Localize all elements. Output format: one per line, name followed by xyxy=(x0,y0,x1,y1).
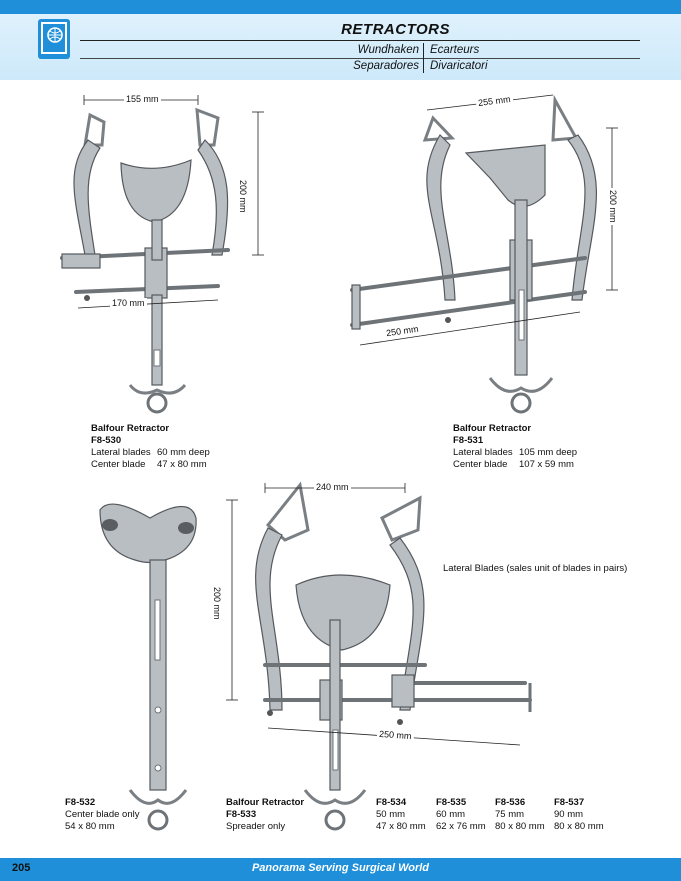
page-title: RETRACTORS xyxy=(341,21,450,38)
product-f8-532-label: F8-532 Center blade only 54 x 80 mm xyxy=(65,797,139,833)
spec-line: Spreader only xyxy=(226,821,286,832)
spec-value: 60 mm deep xyxy=(157,447,210,458)
footer-tagline: Panorama Serving Surgical World xyxy=(251,862,430,874)
blade-size: 62 x 76 mm xyxy=(436,821,486,832)
blade-code: F8-535 xyxy=(436,797,467,808)
lang-de: Wundhaken xyxy=(357,44,419,56)
spec-line: 54 x 80 mm xyxy=(65,821,115,832)
dim-p1-width: 155 mm xyxy=(124,94,161,104)
dim-p1-height: 200 mm xyxy=(238,178,248,215)
dim-p4-width: 240 mm xyxy=(314,482,351,492)
product-name: Balfour Retractor xyxy=(453,423,532,434)
balfour-retractor-f8-533-image xyxy=(255,481,532,831)
dim-p4-height: 200 mm xyxy=(212,585,222,622)
spec-line: Center blade only xyxy=(65,809,140,820)
blade-code: F8-536 xyxy=(495,797,526,808)
product-code: F8-530 xyxy=(91,435,122,446)
blade-code: F8-534 xyxy=(376,797,407,808)
product-name: Balfour Retractor xyxy=(91,423,170,434)
blade-depth: 50 mm xyxy=(376,809,406,820)
blade-f8-536: F8-536 75 mm 80 x 80 mm xyxy=(495,797,545,833)
header-divider xyxy=(80,40,640,41)
blade-size: 80 x 80 mm xyxy=(495,821,545,832)
spec-label: Center blade xyxy=(91,459,146,470)
page-number: 205 xyxy=(12,862,31,874)
footer-bar xyxy=(0,858,681,881)
balfour-retractor-f8-530-image xyxy=(60,107,230,414)
spec-label: Center blade xyxy=(453,459,508,470)
product-code: F8-532 xyxy=(65,797,96,808)
product-code: F8-533 xyxy=(226,809,257,820)
product-name: Balfour Retractor xyxy=(226,797,305,808)
blade-depth: 75 mm xyxy=(495,809,525,820)
header-divider-2 xyxy=(80,58,640,59)
spec-label: Lateral blades xyxy=(453,447,513,458)
lateral-blades-note: Lateral Blades (sales unit of blades in … xyxy=(443,563,628,574)
spec-label: Lateral blades xyxy=(91,447,151,458)
balfour-retractor-f8-531-image xyxy=(350,94,597,414)
spec-value: 105 mm deep xyxy=(519,447,578,458)
spec-value: 107 x 59 mm xyxy=(519,459,574,470)
blade-code: F8-537 xyxy=(554,797,585,808)
blade-f8-535: F8-535 60 mm 62 x 76 mm xyxy=(436,797,486,833)
center-blade-f8-532-image xyxy=(99,503,197,831)
blade-depth: 60 mm xyxy=(436,809,466,820)
header-band xyxy=(0,14,681,80)
dim-p2-height: 200 mm xyxy=(608,188,618,225)
lang-es: Separadores xyxy=(353,60,419,72)
blade-size: 47 x 80 mm xyxy=(376,821,426,832)
lang-fr: Ecarteurs xyxy=(430,44,480,56)
spec-value: 47 x 80 mm xyxy=(157,459,207,470)
product-f8-533-label: Balfour Retractor F8-533 Spreader only xyxy=(226,797,304,833)
lang-separator xyxy=(423,43,424,73)
blade-size: 80 x 80 mm xyxy=(554,821,604,832)
blade-f8-534: F8-534 50 mm 47 x 80 mm xyxy=(376,797,426,833)
blade-depth: 90 mm xyxy=(554,809,584,820)
lang-it: Divaricatori xyxy=(430,60,488,72)
panorama-logo-icon xyxy=(38,19,70,59)
product-f8-530-label: Balfour Retractor F8-530 Lateral blades 6… xyxy=(91,423,210,471)
dim-p1-bottom: 170 mm xyxy=(110,298,147,308)
product-code: F8-531 xyxy=(453,435,484,446)
product-f8-531-label: Balfour Retractor F8-531 Lateral blades 1… xyxy=(453,423,577,471)
blade-f8-537: F8-537 90 mm 80 x 80 mm xyxy=(554,797,604,833)
header-top-bar xyxy=(0,0,681,14)
